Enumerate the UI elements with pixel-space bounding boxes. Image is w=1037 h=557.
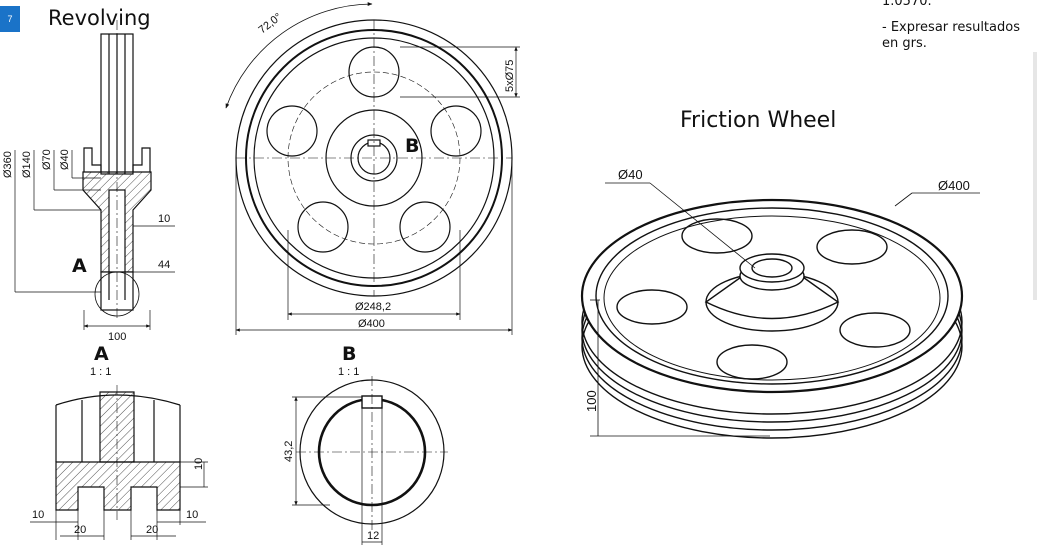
dim-fw400: Ø400 [938,178,970,193]
dim-b12: 12 [367,530,379,542]
title-revolving: Revolving [48,6,151,30]
detail-b-letter: B [405,135,419,157]
section-letter-a: A [94,343,109,365]
dim-b432: 43,2 [283,441,295,462]
note-line-2: - Expresar resultados [882,20,1020,35]
dim-angle: 72,0° [256,11,284,36]
dim-a20a: 20 [74,524,86,536]
dim-w10: 10 [158,213,170,225]
dim-a20b: 20 [146,524,158,536]
side-panel [1033,52,1037,300]
friction-wheel-isometric [580,182,980,439]
page-badge-text: 7 [7,14,13,24]
section-letter-b: B [342,343,356,365]
dim-w100: 100 [108,331,126,343]
dim-fw100: 100 [584,390,599,412]
detail-a-view [30,385,208,540]
page-badge: 7 [0,6,20,32]
note-line-1: 1.0570. [882,0,932,9]
dim-a10c: 10 [186,509,198,521]
dim-d40: Ø40 [59,149,71,170]
dim-d70: Ø70 [41,149,53,170]
dim-a10b: 10 [32,509,44,521]
dim-fw40: Ø40 [618,167,643,182]
title-friction-wheel: Friction Wheel [680,108,837,133]
front-view [225,2,520,335]
scale-b: 1 : 1 [338,366,359,378]
dim-holes: 5xØ75 [504,60,516,92]
dim-d248: Ø248,2 [355,301,391,313]
scale-a: 1 : 1 [90,366,111,378]
detail-a-letter: A [72,255,87,277]
dim-w44: 44 [158,259,170,271]
dim-d400: Ø400 [358,318,385,330]
side-section-view [14,20,175,330]
note-line-3: en grs. [882,36,927,51]
detail-b-view [292,376,448,545]
dim-d140: Ø140 [21,151,33,178]
dim-a10a: 10 [193,458,205,470]
dim-d360: Ø360 [2,151,14,178]
